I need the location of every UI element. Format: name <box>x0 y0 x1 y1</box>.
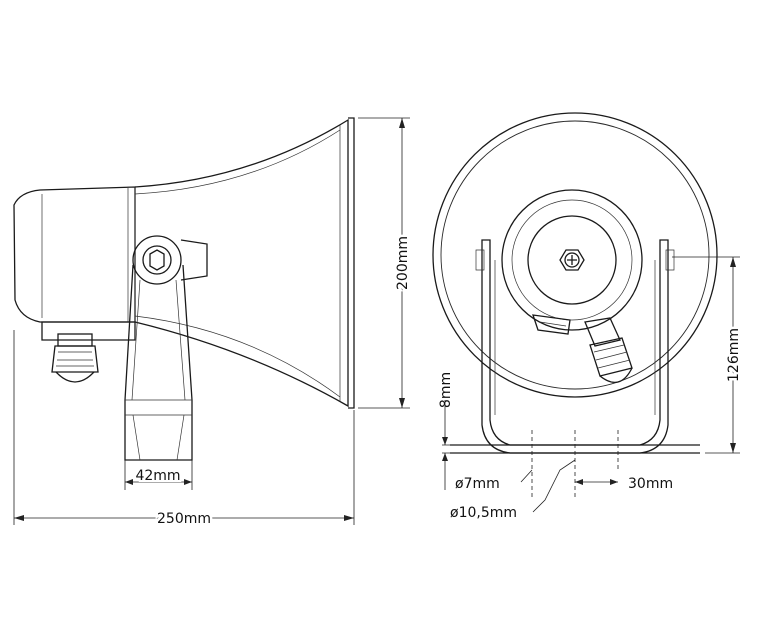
dim-label-mount-height: 126mm <box>726 328 742 382</box>
side-view <box>13 117 355 461</box>
dim-label-hole-small: ø7mm <box>455 476 500 492</box>
mounting-bracket-side <box>124 235 208 461</box>
rear-housing <box>13 186 136 323</box>
horn-rim-outer <box>432 112 718 398</box>
dim-label-total-length: 250mm <box>157 511 211 527</box>
dim-label-hole-large: ø10,5mm <box>450 505 517 521</box>
dimension-lines <box>13 117 740 525</box>
cable-glands-front <box>532 314 633 384</box>
front-view <box>432 112 718 500</box>
cable-gland-side <box>51 333 99 383</box>
center-screw <box>559 249 585 271</box>
dim-label-height: 200mm <box>395 236 411 290</box>
dim-label-base-offset: 8mm <box>438 372 454 408</box>
u-bracket-front <box>450 239 700 500</box>
dim-label-bracket-width: 42mm <box>135 468 180 484</box>
driver-housing <box>501 189 643 331</box>
horn-flare <box>134 118 349 408</box>
dim-label-hole-spacing: 30mm <box>628 476 673 492</box>
